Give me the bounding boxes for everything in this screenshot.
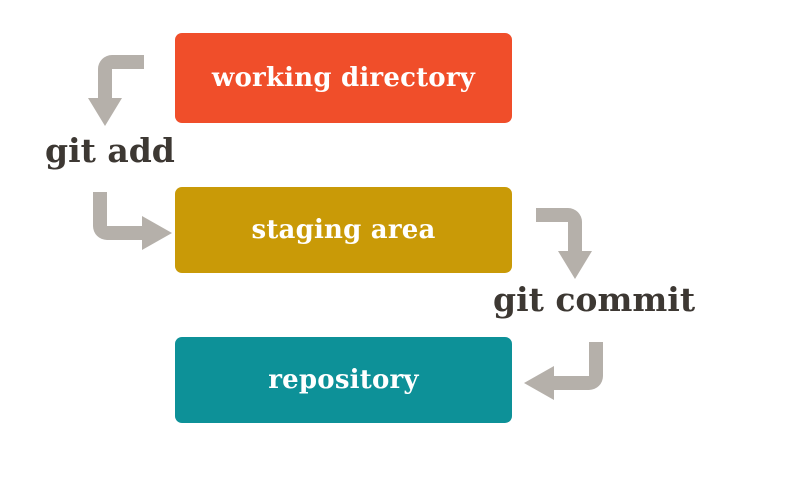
stage-box-repository[interactable]: repository <box>175 337 512 423</box>
stage-box-working-directory[interactable]: working directory <box>175 33 512 123</box>
arrow-git-add-down-icon <box>88 55 144 126</box>
arrow-git-add-right-icon <box>93 192 172 250</box>
arrow-git-commit-down-icon <box>536 208 592 279</box>
stage-label-repository: repository <box>268 365 419 395</box>
stage-label-staging-area: staging area <box>251 215 436 245</box>
command-label-git-add: git add <box>45 131 175 170</box>
stage-label-working-directory: working directory <box>211 63 476 93</box>
stage-box-staging-area[interactable]: staging area <box>175 187 512 273</box>
command-label-git-commit: git commit <box>493 280 696 319</box>
arrow-git-commit-left-icon <box>524 342 603 400</box>
